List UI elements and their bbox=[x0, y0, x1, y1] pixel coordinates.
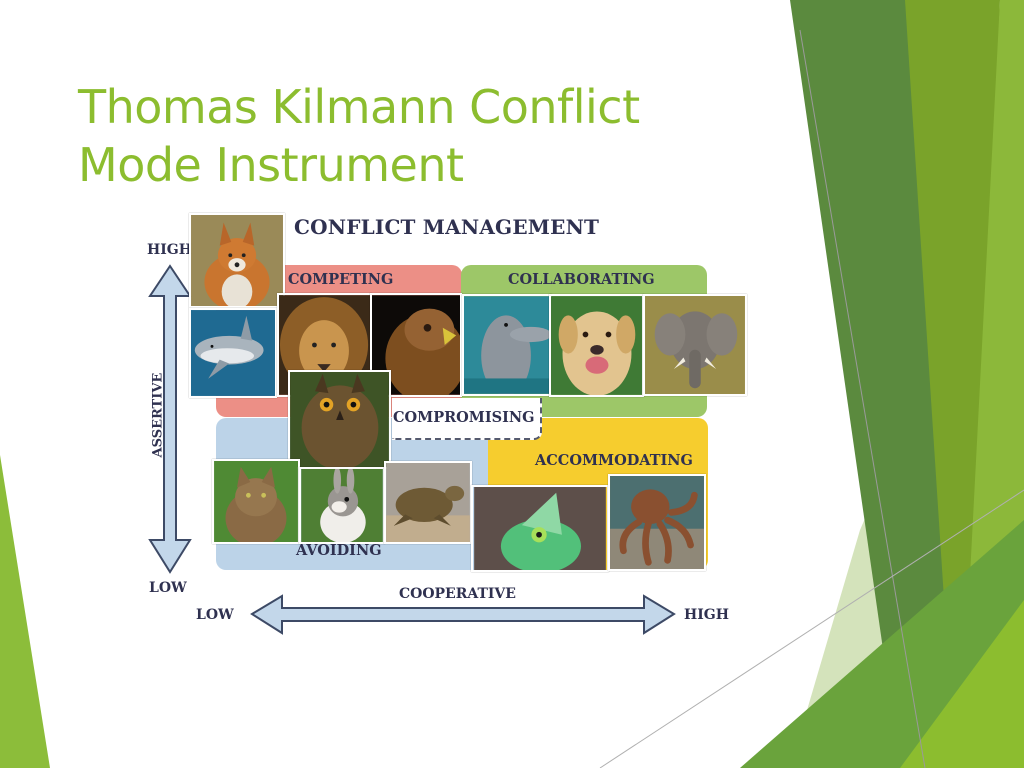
x-axis-low: LOW bbox=[196, 607, 234, 623]
y-axis-label: ASSERTIVE bbox=[150, 372, 166, 458]
horizontal-double-arrow-icon bbox=[250, 594, 676, 635]
vertical-double-arrow-icon bbox=[148, 264, 192, 574]
thin-line-2 bbox=[599, 489, 1024, 768]
label-competing: COMPETING bbox=[288, 271, 394, 288]
label-compromising: COMPROMISING bbox=[393, 409, 535, 426]
rabbit-image bbox=[299, 467, 385, 544]
turtle-image bbox=[384, 461, 472, 544]
quadrant-compromising bbox=[392, 398, 542, 440]
slide-title: Thomas Kilmann Conflict Mode Instrument bbox=[78, 78, 718, 194]
title-line-1: Thomas Kilmann Conflict bbox=[78, 80, 640, 134]
x-axis-high: HIGH bbox=[684, 607, 729, 623]
x-axis-label: COOPERATIVE bbox=[399, 586, 516, 602]
diagram-heading: CONFLICT MANAGEMENT bbox=[294, 215, 600, 239]
octopus-image bbox=[608, 474, 706, 571]
left-green-wedge bbox=[0, 455, 50, 768]
shark-image bbox=[189, 308, 277, 398]
label-accommodating: ACCOMMODATING bbox=[535, 452, 693, 469]
bottom-light-triangle bbox=[900, 600, 1024, 768]
title-line-2: Mode Instrument bbox=[78, 138, 464, 192]
y-axis-high: HIGH bbox=[147, 242, 192, 258]
y-axis-low: LOW bbox=[149, 580, 187, 596]
label-collaborating: COLLABORATING bbox=[508, 271, 655, 288]
hawk-image bbox=[370, 293, 462, 397]
owl-image bbox=[288, 370, 391, 469]
elephant-image bbox=[643, 294, 747, 396]
thin-line-1 bbox=[799, 29, 926, 768]
dolphin-image bbox=[462, 294, 552, 396]
label-avoiding: AVOIDING bbox=[296, 542, 382, 559]
cat-image bbox=[212, 459, 300, 544]
chameleon-image bbox=[471, 485, 609, 572]
fox-image bbox=[189, 213, 285, 308]
dog-image bbox=[549, 294, 644, 397]
